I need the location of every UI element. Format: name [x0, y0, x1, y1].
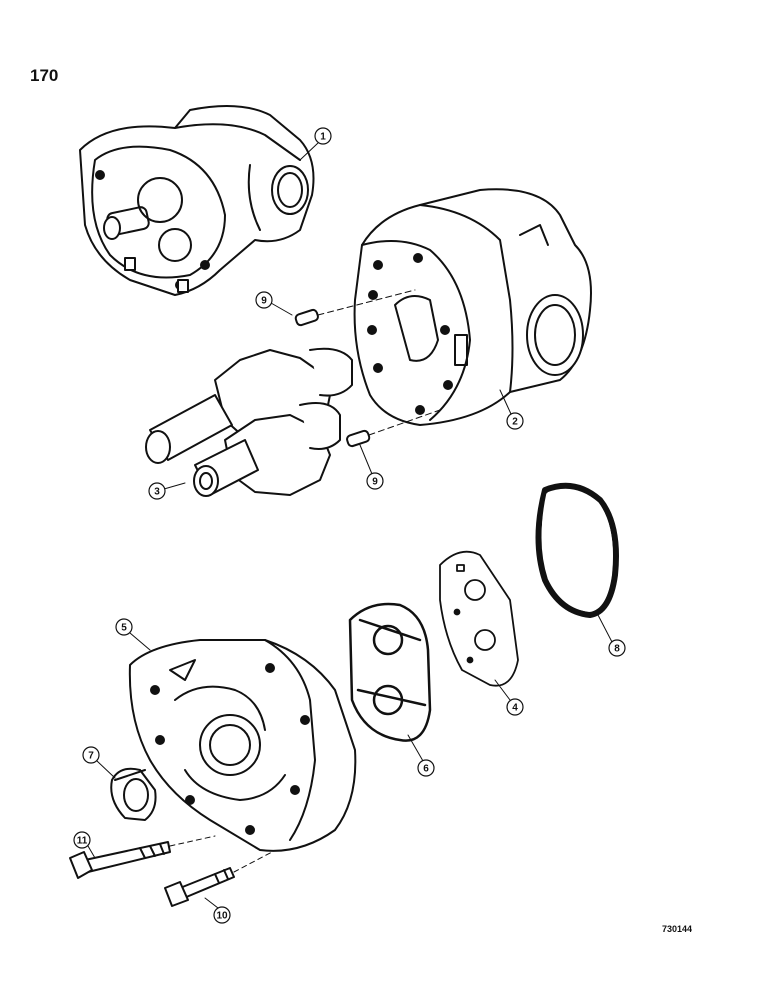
wear-plate	[348, 602, 432, 742]
svg-text:4: 4	[512, 703, 518, 714]
svg-text:5: 5	[121, 623, 127, 634]
svg-text:2: 2	[512, 417, 518, 428]
callout-3: 3	[148, 482, 166, 500]
svg-text:10: 10	[216, 911, 228, 922]
svg-text:1: 1	[320, 132, 326, 143]
dowel-pin-upper	[294, 308, 319, 327]
callout-2: 2	[506, 412, 524, 430]
leader-lines	[87, 142, 613, 909]
callout-9-lower: 9	[366, 472, 384, 490]
long-bolt	[69, 835, 216, 879]
svg-text:7: 7	[88, 751, 94, 762]
callout-9-upper: 9	[255, 291, 273, 309]
pump-body	[353, 188, 592, 426]
shaft-seal	[110, 767, 157, 821]
svg-text:11: 11	[77, 836, 88, 847]
dowel-pin-lower	[346, 429, 371, 448]
callout-1: 1	[314, 127, 332, 145]
svg-text:3: 3	[154, 487, 160, 498]
page-number: 170	[30, 66, 59, 85]
svg-text:8: 8	[614, 644, 620, 655]
gear-shafts	[145, 347, 353, 497]
callout-7: 7	[82, 746, 100, 764]
figure-code: 730144	[662, 924, 693, 934]
callout-11: 11	[73, 831, 91, 849]
front-cover	[128, 639, 357, 852]
callout-10: 10	[213, 906, 231, 924]
svg-text:9: 9	[372, 477, 378, 488]
assembled-pump	[79, 105, 315, 296]
callout-4: 4	[506, 698, 524, 716]
thrust-plate	[439, 550, 519, 687]
callout-5: 5	[115, 618, 133, 636]
svg-text:9: 9	[261, 296, 267, 307]
short-bolt	[164, 851, 273, 907]
callout-8: 8	[608, 639, 626, 657]
svg-text:6: 6	[423, 764, 429, 775]
callout-6: 6	[417, 759, 435, 777]
seal-ring	[535, 482, 619, 618]
